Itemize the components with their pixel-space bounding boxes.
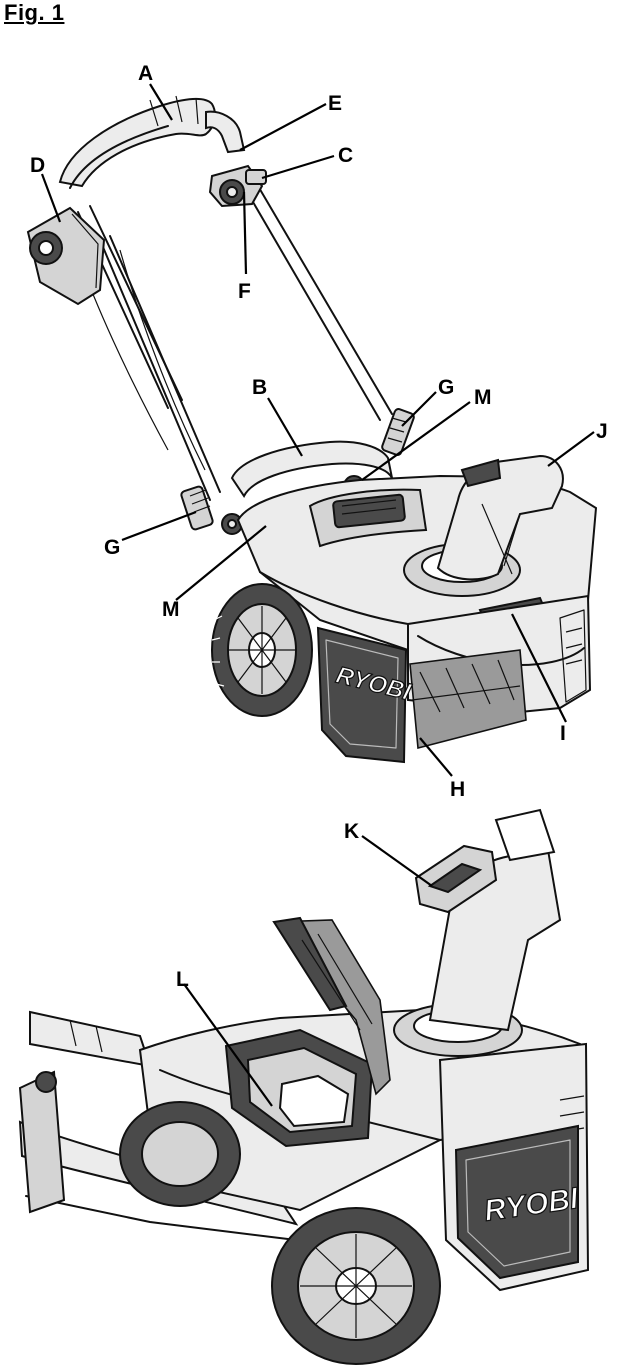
callout-E: E [328,92,342,115]
bottom-snow-thrower-illustration: RYOBI [18,808,590,1365]
side-logo-panel: RYOBI [316,626,415,764]
callout-D: D [30,154,45,177]
callout-L: L [176,968,189,991]
adjustment-clamps [180,408,415,531]
leader-A [149,83,173,121]
leader-E [239,103,327,151]
leader-B [267,397,303,457]
leader-M-left [175,525,267,601]
leader-G-right [401,391,437,427]
battery-compartment [224,1028,374,1148]
auger-housing-bottom: RYOBI [438,1042,590,1292]
callout-J: J [596,420,608,443]
leader-J [547,431,595,467]
callout-M-left: M [162,598,180,621]
leader-M-top [361,401,471,481]
callout-M-top: M [474,386,492,409]
leader-G-left [121,510,197,542]
auger [409,649,527,750]
top-snow-thrower-illustration: RYOBI [26,95,598,764]
leader-C [261,154,335,180]
knob-assembly [208,164,267,208]
leader-F [242,191,248,275]
callout-B: B [252,376,267,399]
callout-K: K [344,820,359,843]
upper-handle [58,95,246,189]
callout-G-right: G [438,376,454,399]
switch-box [26,206,106,306]
leader-K [361,835,433,887]
leader-L [183,983,273,1107]
callout-F: F [238,280,251,303]
leader-lines [40,83,595,1107]
callout-G-left: G [104,536,120,559]
callout-C: C [338,144,353,167]
callout-I: I [560,722,566,745]
far-wheel-bottom [119,1101,241,1207]
discharge-chute-bottom [393,808,562,1057]
battery-lid-open [272,916,391,1096]
figure-title: Fig. 1 [4,0,65,25]
rear-wheel-bottom [271,1207,441,1365]
leader-H [419,737,453,777]
callout-H: H [450,778,465,801]
callout-labels: A E C D F B G M J G M I H K L [30,62,608,991]
rear-wheel-top [211,583,313,717]
callout-A: A [138,62,153,85]
leader-D [40,173,62,223]
discharge-chute [403,454,564,597]
leader-I [511,613,567,723]
